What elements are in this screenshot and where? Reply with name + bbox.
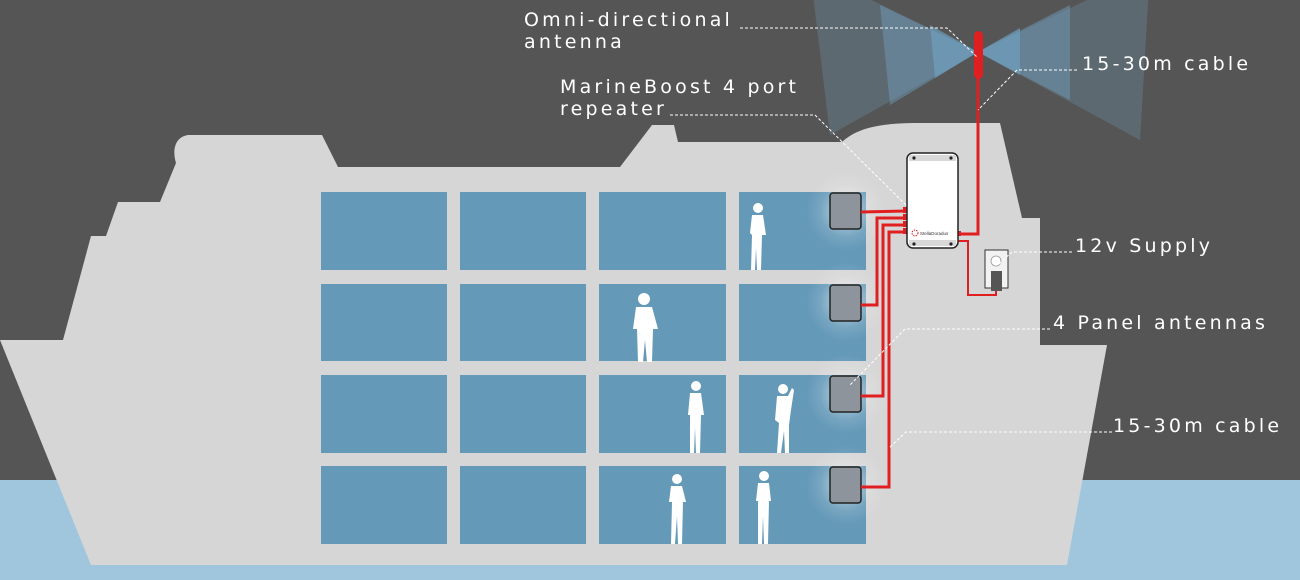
person-icon [688,381,704,453]
leader-lines [670,27,1112,449]
label-repeater-line2: repeater [560,98,668,120]
label-cable-top: 15-30m cable [1082,53,1252,75]
coax-cables [860,75,997,489]
person-icon [633,293,658,362]
label-repeater-line1: MarineBoost 4 port [560,76,800,98]
panel-antenna-2 [806,262,886,342]
label-12v-supply: 12v Supply [1075,235,1214,257]
panel-antenna-3 [806,354,886,434]
label-omni-antenna-line2: antenna [524,31,625,53]
label-omni-antenna-line1: Omni-directional [524,9,734,31]
label-cable-bottom: 15-30m cable [1113,415,1283,437]
omni-radiation-pattern [813,0,1149,140]
omni-antenna-icon [974,31,983,79]
person-icon [775,384,794,453]
person-icon [750,203,766,270]
panel-antenna-1 [806,171,886,251]
person-icon [756,471,771,544]
power-outlet-icon [984,249,1009,291]
panel-antenna-4 [806,445,886,525]
repeater-icon: StellaDoradus [906,152,959,249]
person-icon [669,474,686,544]
repeater-logo: StellaDoradus [920,231,949,236]
panel-antennas [806,171,886,525]
label-panel-antennas: 4 Panel antennas [1053,312,1269,334]
people-silhouettes [633,203,794,544]
